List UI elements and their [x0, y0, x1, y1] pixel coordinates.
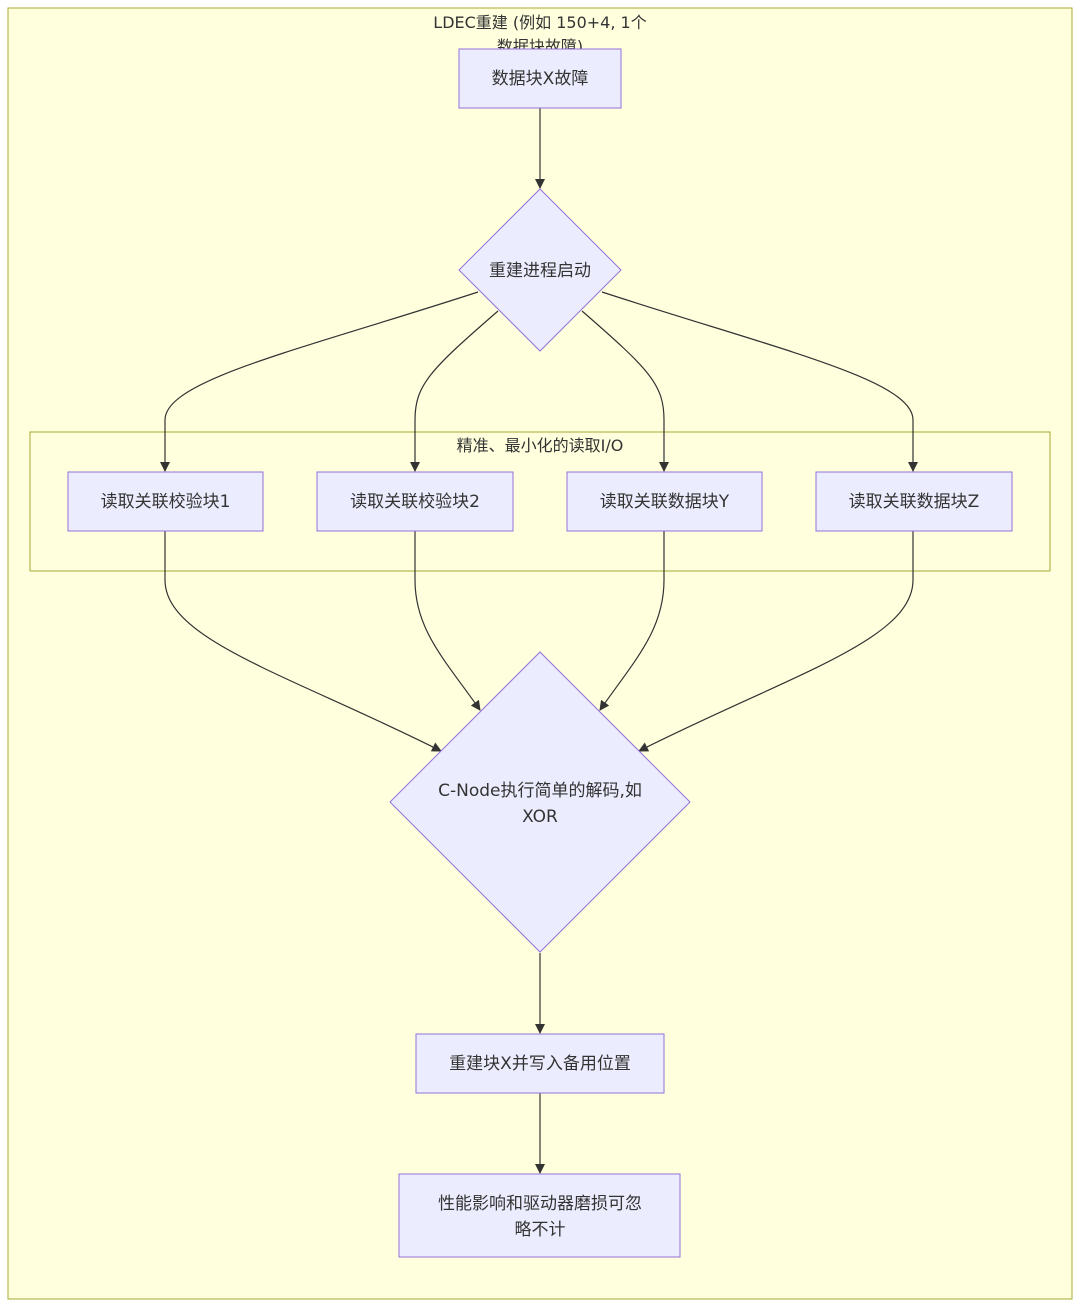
edge-start-to-parity2: [410, 310, 499, 472]
node-write-block-x: 重建块X并写入备用位置: [415, 1033, 665, 1094]
node-read-data-z: 读取关联数据块Z: [815, 471, 1013, 532]
node-read-data-y: 读取关联数据块Y: [566, 471, 763, 532]
node-failed-block-label: 数据块X故障: [492, 69, 589, 89]
node-impact-label-line1: 性能影响和驱动器磨损可忽: [438, 1194, 642, 1214]
edge-parity2-to-decode: [414, 531, 481, 711]
node-read-data-z-label: 读取关联数据块Z: [849, 492, 980, 512]
node-impact: 性能影响和驱动器磨损可忽 略不计: [398, 1173, 681, 1258]
node-impact-label-line2: 略不计: [515, 1220, 566, 1240]
node-read-parity-1-label: 读取关联校验块1: [101, 492, 231, 512]
edge-data-z-to-decode: [638, 531, 914, 752]
node-decode-label-line1: C-Node执行简单的解码,如: [438, 781, 642, 801]
outer-cluster-title-line1: LDEC重建 (例如 150+4, 1个: [433, 13, 646, 32]
node-rebuild-start-label: 重建进程启动: [489, 261, 591, 281]
edge-parity1-to-decode: [164, 531, 442, 752]
node-read-parity-1: 读取关联校验块1: [67, 471, 264, 532]
node-read-parity-2: 读取关联校验块2: [316, 471, 514, 532]
edges: [160, 108, 918, 1174]
node-decode-label-line2: XOR: [522, 807, 558, 827]
edge-start-to-data-z: [601, 291, 918, 472]
node-failed-block: 数据块X故障: [458, 48, 622, 109]
inner-cluster-title: 精准、最小化的读取I/O: [457, 436, 624, 455]
edge-start-to-parity1: [160, 291, 479, 472]
node-read-parity-2-label: 读取关联校验块2: [350, 492, 480, 512]
node-read-data-y-label: 读取关联数据块Y: [600, 492, 730, 512]
node-write-block-x-label: 重建块X并写入备用位置: [449, 1054, 631, 1074]
node-decode: C-Node执行简单的解码,如 XOR: [389, 651, 691, 953]
edge-start-to-data-y: [581, 310, 669, 472]
node-rebuild-start: 重建进程启动: [458, 188, 622, 352]
edge-data-y-to-decode: [599, 531, 665, 711]
